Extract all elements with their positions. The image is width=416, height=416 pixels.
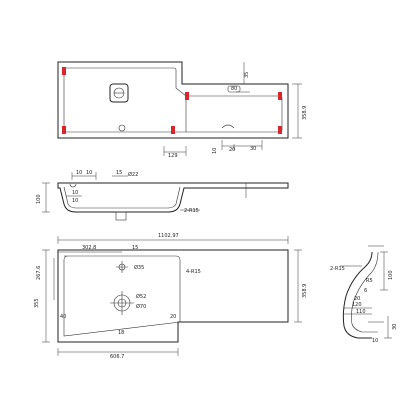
section-label-r5: R5 bbox=[366, 278, 373, 284]
bottom-dim-lines bbox=[42, 236, 302, 356]
drain-hole-top bbox=[118, 124, 126, 132]
label-358-9: 358.9 bbox=[302, 106, 308, 120]
bottom-label-20: 20 bbox=[170, 314, 176, 320]
section-profile bbox=[342, 251, 373, 339]
bottom-label-606-7: 606.7 bbox=[110, 354, 124, 360]
bottom-view-outline bbox=[57, 249, 289, 343]
section-label-30: 30 bbox=[392, 324, 398, 330]
tap-hole-square bbox=[109, 83, 129, 103]
section-label-110: 110 bbox=[356, 309, 366, 315]
bottom-label-355: 355 bbox=[34, 298, 40, 308]
section-view: 2-R15 100 6 R5 20 120 110 30 10 bbox=[330, 245, 398, 344]
section-label-10: 10 bbox=[372, 338, 378, 344]
side-view-inner bbox=[63, 186, 181, 209]
bottom-label-dia52: Ø52 bbox=[136, 293, 146, 300]
bottom-view-basin bbox=[63, 255, 181, 337]
section-dim-lines bbox=[340, 245, 392, 339]
side-label-10c: 10 bbox=[72, 190, 78, 196]
side-overflow-circle bbox=[69, 183, 77, 188]
side-label-dia22: Ø22 bbox=[128, 171, 138, 178]
corner-marker-ml bbox=[171, 126, 175, 134]
corner-marker-tl bbox=[62, 67, 66, 75]
corner-marker-mid bbox=[185, 92, 189, 100]
corner-marker-br bbox=[278, 126, 282, 134]
section-label-6: 6 bbox=[364, 288, 367, 294]
label-129: 129 bbox=[168, 153, 178, 159]
section-label-2r15: 2-R15 bbox=[330, 266, 345, 272]
side-label-2r15: 2-R15 bbox=[184, 208, 199, 214]
bottom-tap-cross bbox=[116, 261, 128, 273]
side-dim-lines bbox=[42, 172, 247, 213]
bottom-label-dia70: Ø70 bbox=[136, 303, 146, 310]
section-label-120: 120 bbox=[352, 302, 362, 308]
side-label-10a: 10 bbox=[76, 170, 82, 176]
bottom-label-dia35: Ø35 bbox=[134, 264, 144, 271]
bottom-view: 1102.97 302.8 15 267.6 Ø35 4-R15 Ø52 Ø70… bbox=[34, 233, 308, 360]
side-view-profile bbox=[57, 182, 289, 213]
corner-marker-tr bbox=[278, 92, 282, 100]
bottom-label-15: 15 bbox=[132, 245, 138, 251]
top-dim-lines bbox=[163, 62, 302, 156]
label-35: 35 bbox=[244, 72, 250, 78]
overflow-slot bbox=[227, 85, 241, 93]
corner-marker-bl bbox=[62, 126, 66, 134]
section-label-20: 20 bbox=[354, 296, 360, 302]
bottom-label-358-9: 358.9 bbox=[302, 284, 308, 298]
top-view: 35 80 129 20 30 358.9 10 bbox=[57, 61, 308, 159]
top-view-outline bbox=[57, 61, 289, 139]
label-30: 30 bbox=[250, 146, 256, 152]
bottom-drain-cross bbox=[110, 291, 134, 315]
bottom-label-1102-97: 1102.97 bbox=[158, 233, 179, 239]
side-label-10b: 10 bbox=[86, 170, 92, 176]
corner-notch bbox=[221, 124, 235, 129]
bottom-label-302-8: 302.8 bbox=[82, 245, 96, 251]
bottom-label-40: 40 bbox=[60, 314, 66, 320]
bottom-label-4r15: 4-R15 bbox=[186, 269, 201, 275]
label-10: 10 bbox=[212, 148, 218, 154]
side-label-100: 100 bbox=[36, 194, 42, 204]
section-label-100: 100 bbox=[388, 270, 394, 280]
side-label-10d: 10 bbox=[72, 198, 78, 204]
side-view: 10 10 15 100 Ø22 10 10 2-R15 bbox=[36, 170, 289, 221]
label-80: 80 bbox=[231, 86, 237, 92]
section-inner bbox=[351, 251, 379, 333]
label-20: 20 bbox=[229, 147, 235, 153]
side-label-15: 15 bbox=[116, 170, 122, 176]
bottom-label-18: 18 bbox=[118, 330, 124, 336]
bottom-label-267-6: 267.6 bbox=[36, 266, 42, 280]
side-waste-outlet bbox=[115, 211, 127, 221]
